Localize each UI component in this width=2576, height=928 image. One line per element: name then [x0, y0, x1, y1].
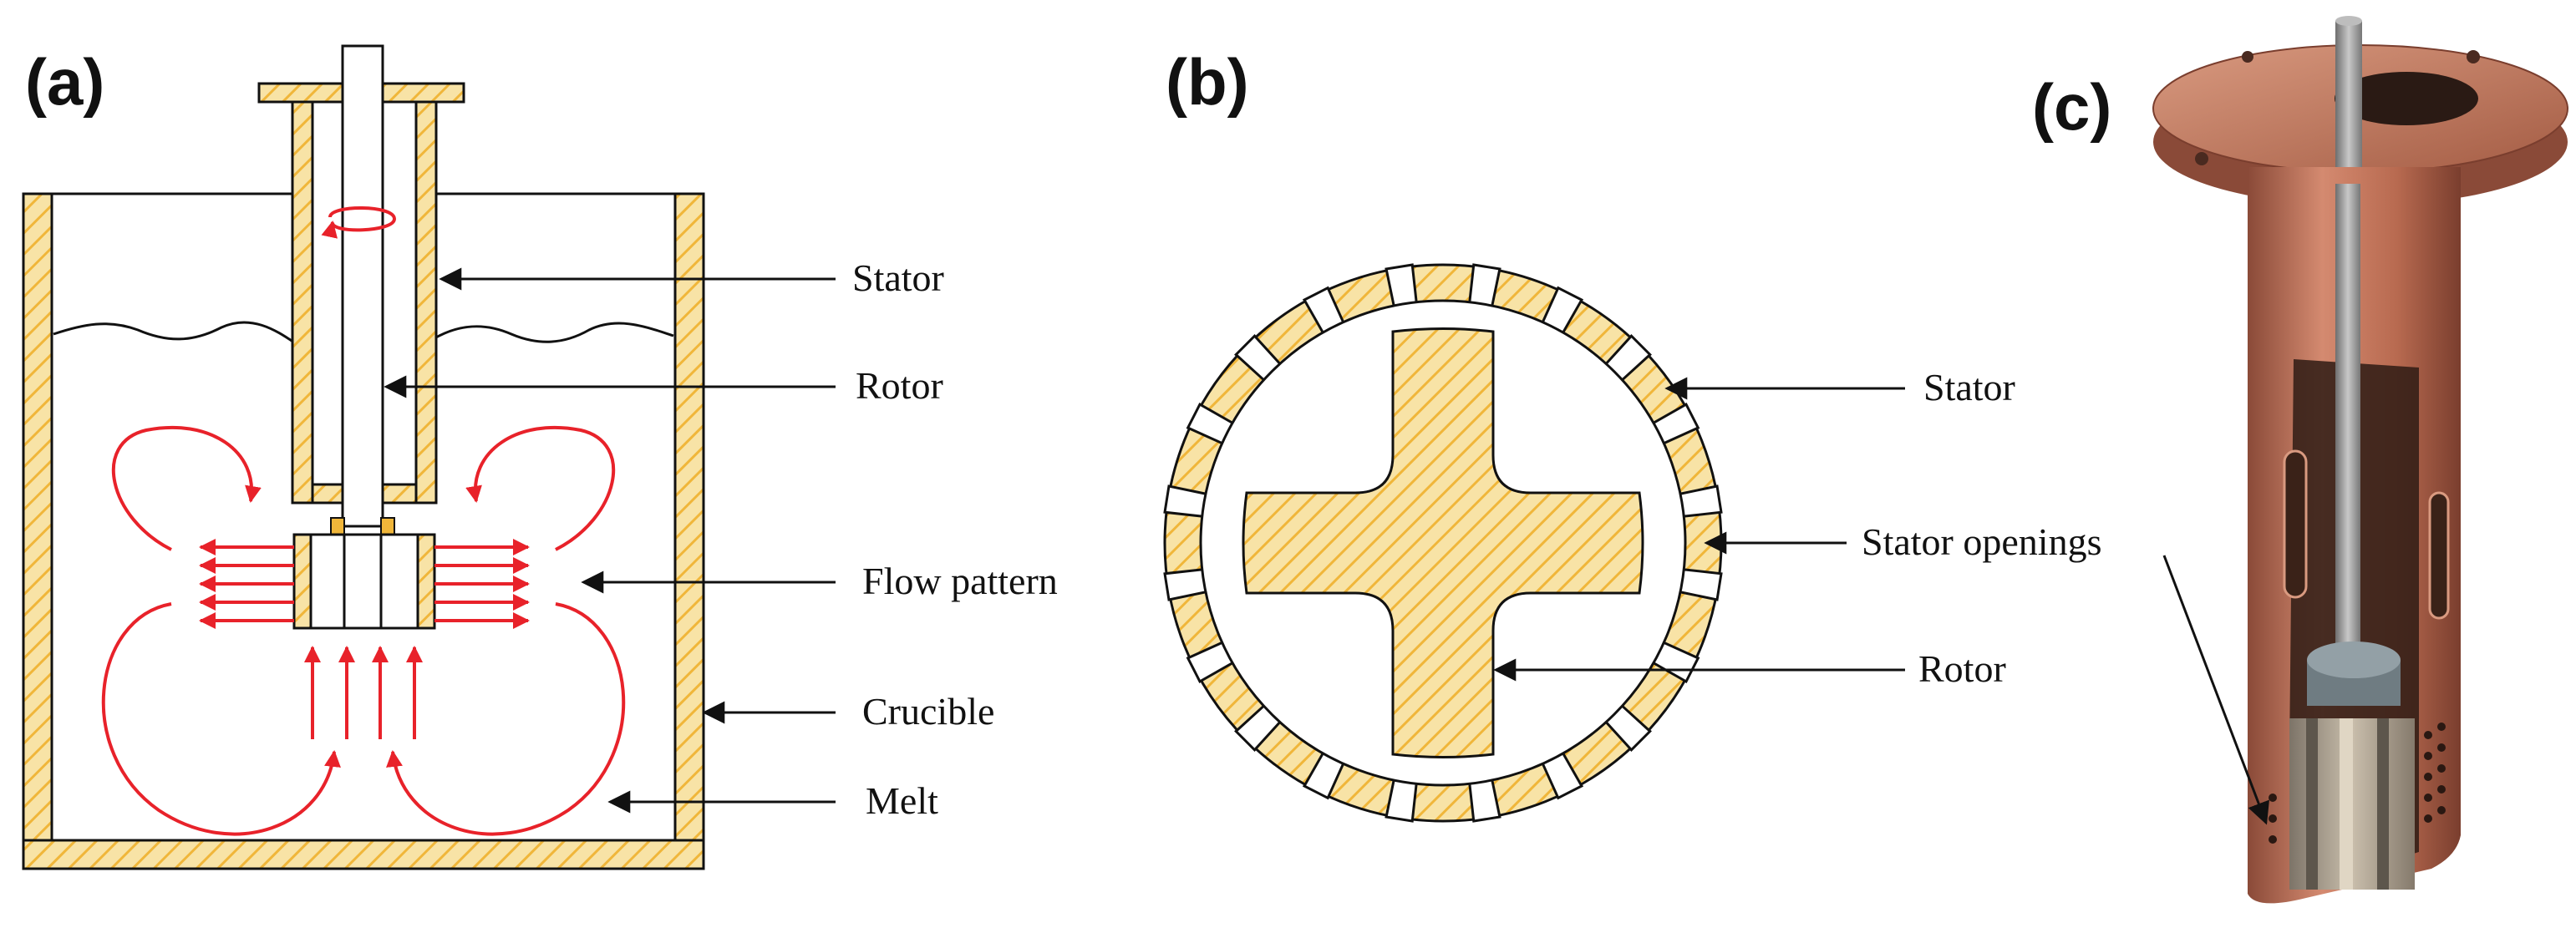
rotor-shaft	[321, 44, 397, 528]
panel-b-leaders	[1493, 377, 1905, 682]
rotor-head	[309, 517, 419, 630]
label-stator-b: Stator	[1923, 366, 2015, 408]
panel-c-tag: (c)	[2032, 70, 2111, 144]
panel-a-leaders	[384, 267, 836, 814]
melt-surface	[53, 321, 674, 344]
label-stator-openings: Stator openings	[1862, 520, 2101, 563]
label-melt: Melt	[866, 779, 938, 822]
panel-b: (b) Stator Stator openings Rotor	[1163, 45, 2101, 823]
panel-a: (a)	[22, 44, 1058, 870]
label-crucible: Crucible	[862, 690, 994, 733]
flow-pattern-arrows	[101, 425, 626, 836]
mixer-3d-render	[2152, 16, 2568, 904]
rotation-arrow	[321, 206, 397, 239]
rotor-cross	[1242, 327, 1644, 758]
panel-c: (c)	[2032, 16, 2568, 904]
panel-b-tag: (b)	[1166, 45, 1249, 119]
label-stator-a: Stator	[852, 256, 944, 299]
label-rotor-a: Rotor	[856, 364, 943, 407]
stator-openings-group	[1163, 263, 1723, 823]
panel-c-leader	[2162, 555, 2269, 825]
label-rotor-b: Rotor	[1918, 647, 2006, 690]
panel-a-tag: (a)	[25, 45, 104, 119]
label-flow-pattern: Flow pattern	[862, 560, 1058, 602]
